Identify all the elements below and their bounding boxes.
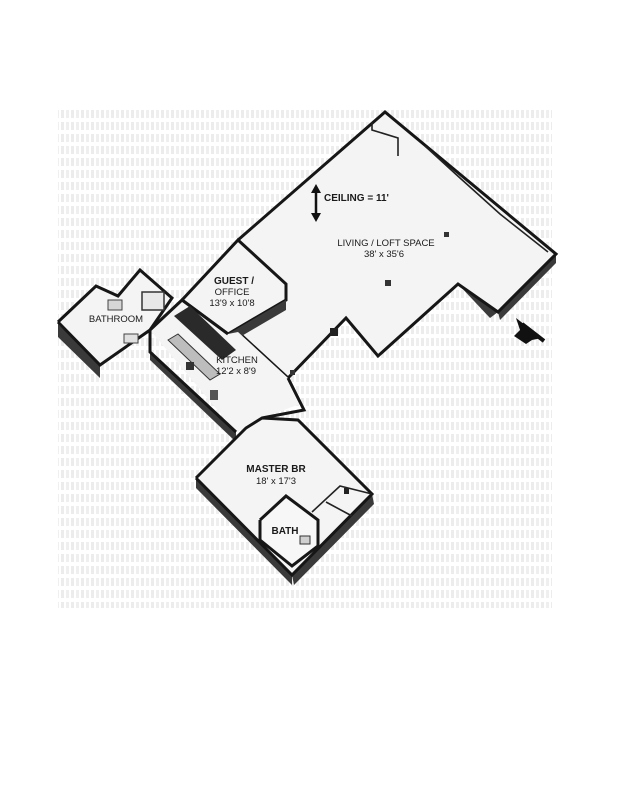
bathroom-wall (56, 267, 174, 367)
kitchen-island (167, 333, 221, 381)
bath-fixture (299, 535, 311, 545)
bath-name: BATH (271, 526, 298, 537)
living-room-name: LIVING / LOFT SPACE (337, 238, 434, 249)
entry-arrow-icon (514, 318, 546, 344)
bathroom-closet (141, 291, 165, 311)
living-room-wall (236, 110, 559, 381)
living-window-wall (424, 145, 549, 253)
guest-office-floor (182, 240, 286, 334)
living-alcove-wall (371, 122, 399, 156)
kitchen-name: KITCHEN (216, 355, 258, 366)
kitchen-appliance (210, 390, 218, 400)
ceiling-label: CEILING = 11' (324, 193, 389, 204)
kitchen-appliance (186, 362, 194, 370)
master-bedroom-wall (194, 416, 375, 578)
guest-room-name: GUEST / (214, 276, 254, 287)
bath-wall (258, 494, 320, 568)
master-bedroom-name: MASTER BR (246, 464, 306, 475)
bathroom-fixture (107, 299, 123, 311)
column (330, 328, 338, 336)
living-room-size: 38' x 35'6 (364, 249, 404, 260)
kitchen-floor (150, 300, 300, 432)
kitchen-counter (174, 306, 236, 360)
closet-wall (325, 501, 353, 517)
closet-wall (311, 485, 373, 513)
guest-room-name-line2: OFFICE (215, 287, 250, 298)
guest-room-size: 13'9 x 10'8 (209, 298, 254, 309)
column (444, 232, 449, 237)
column (290, 370, 295, 375)
kitchen-wall (148, 298, 229, 336)
closet-door (344, 488, 349, 494)
bathroom-name: BATHROOM (89, 314, 143, 325)
living-room-floor (238, 112, 556, 378)
bath-floor (260, 496, 318, 566)
double-arrow-icon (311, 184, 321, 222)
column (385, 280, 391, 286)
kitchen-size: 12'2 x 8'9 (216, 366, 256, 377)
master-bedroom-size: 18' x 17'3 (256, 476, 296, 487)
bathroom-sink (123, 333, 139, 344)
